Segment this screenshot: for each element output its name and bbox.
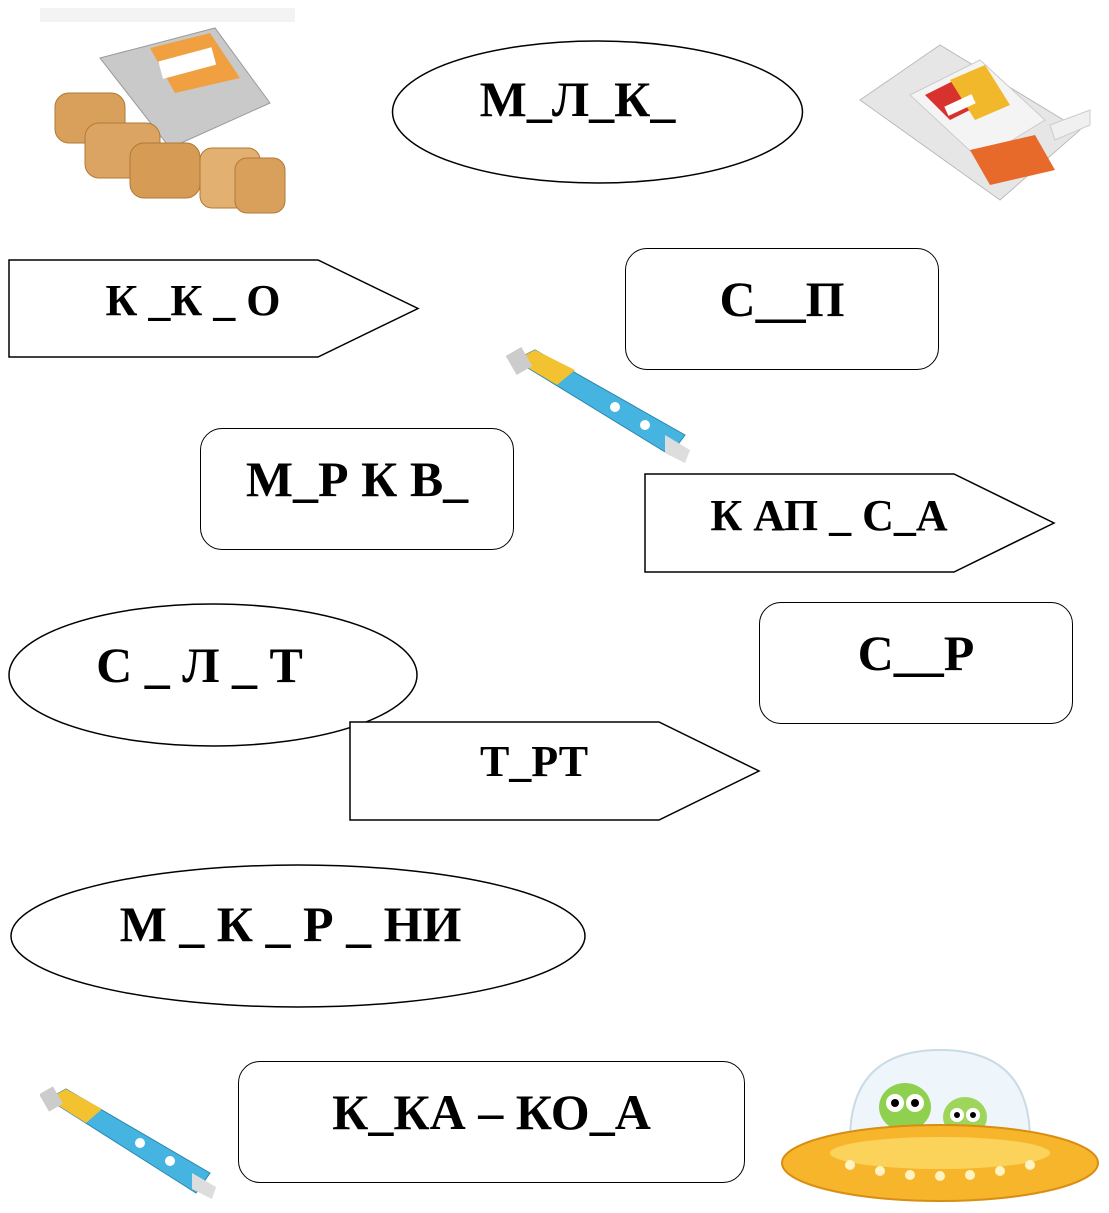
food-tube-image bbox=[505, 346, 690, 463]
biscuits-image bbox=[40, 8, 295, 214]
ellipse-frame-3 bbox=[10, 864, 586, 1008]
word-7: С__Р bbox=[857, 625, 975, 681]
word-2: К _К _ О bbox=[105, 276, 281, 325]
word-10: К_КА – КО_А bbox=[332, 1084, 651, 1140]
word-1: М_Л_К_ bbox=[479, 71, 676, 127]
ellipse-frame-2 bbox=[8, 603, 418, 747]
word-3: С__П bbox=[719, 271, 845, 327]
word-8: Т_РТ bbox=[479, 737, 589, 786]
ellipse-frame-1 bbox=[391, 40, 804, 184]
arrow-frame-2 bbox=[644, 473, 1056, 573]
rounded-frame-2 bbox=[200, 428, 514, 550]
arrow-frame-1 bbox=[8, 259, 420, 358]
arrow-frame-3 bbox=[349, 721, 761, 821]
food-tube-image bbox=[40, 1086, 216, 1199]
rounded-frame-4 bbox=[238, 1061, 745, 1183]
word-4: М_Р К В_ bbox=[245, 451, 469, 507]
word-9: М _ К _ Р _ НИ bbox=[119, 896, 462, 952]
word-5: К АП _ С_А bbox=[710, 491, 948, 540]
rounded-frame-3 bbox=[759, 602, 1073, 724]
space-food-pack-image bbox=[859, 44, 1091, 201]
rounded-frame-1 bbox=[625, 248, 939, 370]
ufo-aliens-image bbox=[781, 1048, 1099, 1202]
word-6: С _ Л _ Т bbox=[96, 637, 303, 693]
